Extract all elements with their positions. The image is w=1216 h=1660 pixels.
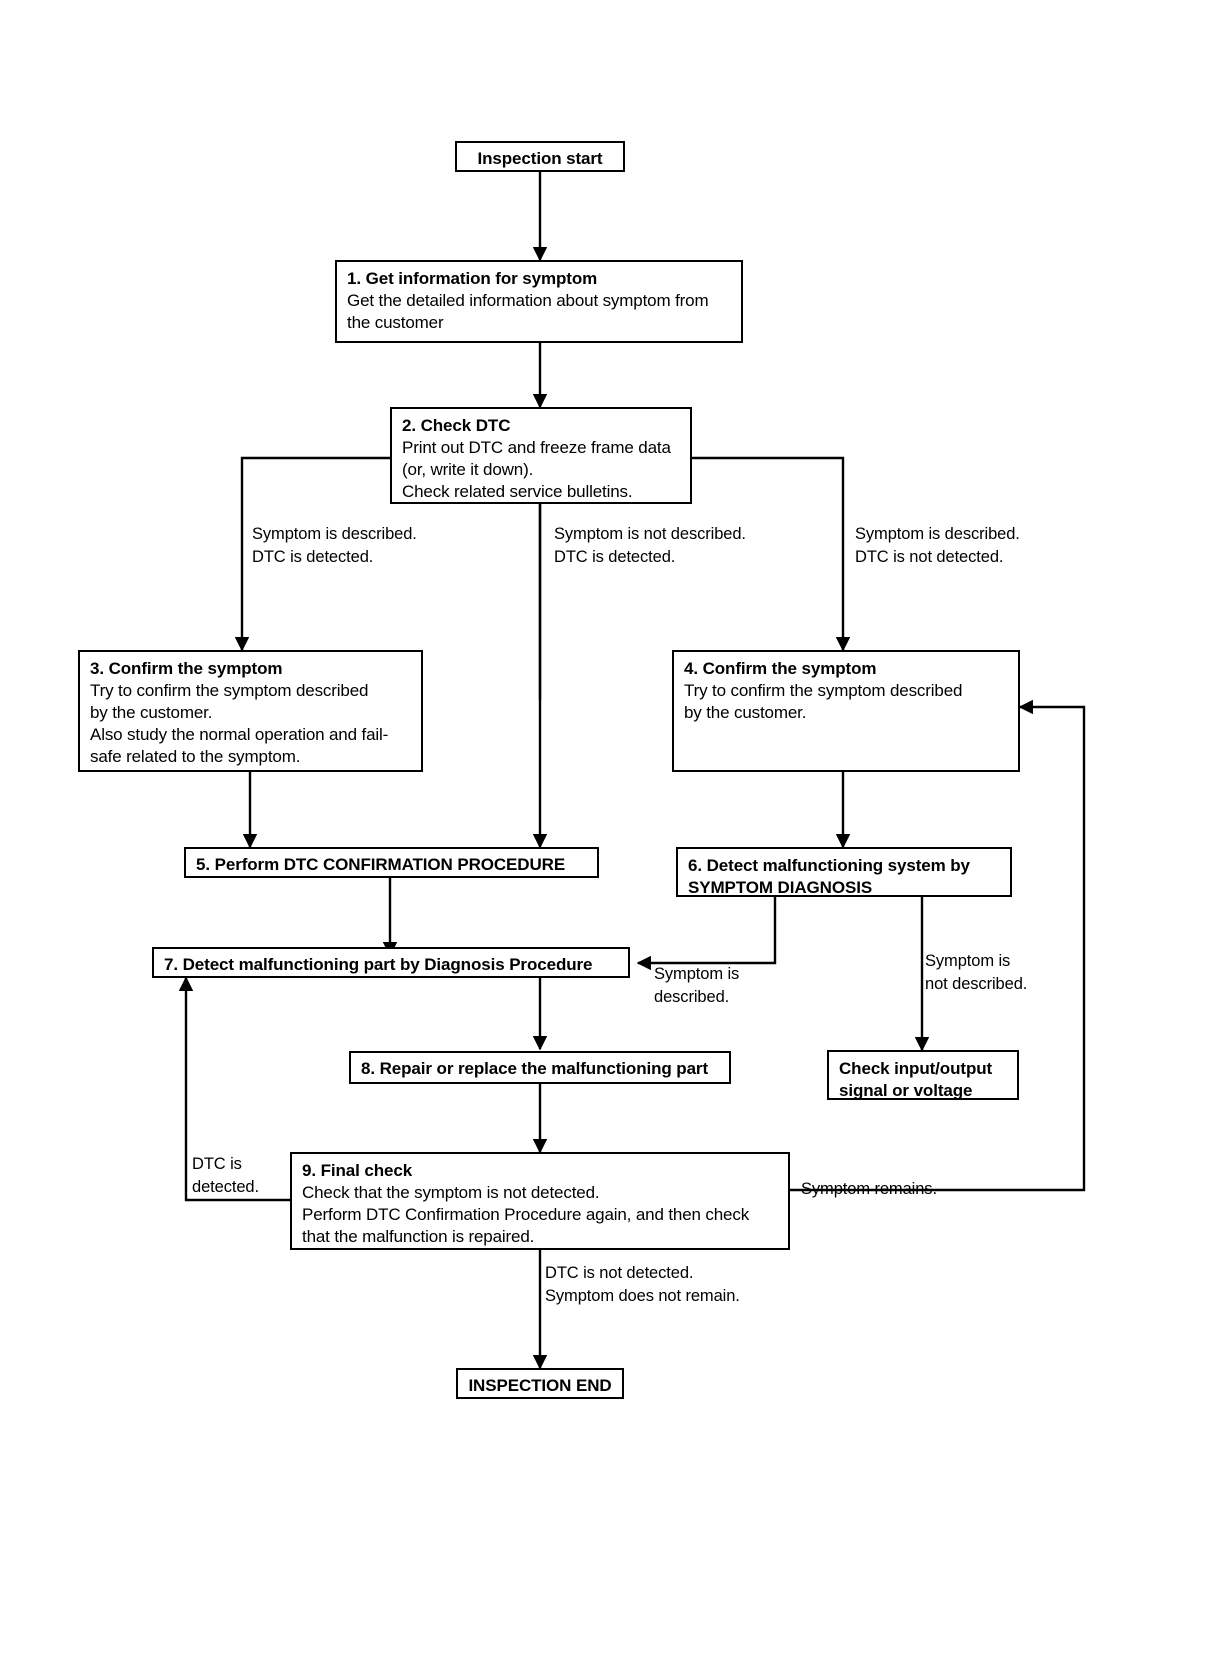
node-body: Check that the symptom is not detected. … xyxy=(302,1183,750,1247)
node-title: 4. Confirm the symptom xyxy=(684,659,877,678)
node-title: Inspection start xyxy=(477,149,603,168)
node-body: Print out DTC and freeze frame data (or,… xyxy=(402,438,671,502)
node-step-5[interactable]: 5. Perform DTC CONFIRMATION PROCEDURE xyxy=(184,847,599,878)
node-step-8[interactable]: 8. Repair or replace the malfunctioning … xyxy=(349,1051,731,1084)
node-step-1[interactable]: 1. Get information for symptom Get the d… xyxy=(335,260,743,343)
node-body: Try to confirm the symptom described by … xyxy=(684,681,963,723)
edge-label-symptom-is-not-described: Symptom is not described. xyxy=(925,952,1028,994)
node-inspection-start[interactable]: Inspection start xyxy=(455,141,625,172)
edge-label-symptom-remains: Symptom remains. xyxy=(801,1180,937,1198)
node-title: INSPECTION END xyxy=(468,1376,612,1395)
node-title: 6. Detect malfunctioning system by SYMPT… xyxy=(688,856,970,898)
node-title: 1. Get information for symptom xyxy=(347,269,598,288)
node-step-7[interactable]: 7. Detect malfunctioning part by Diagnos… xyxy=(152,947,630,978)
node-title: 3. Confirm the symptom xyxy=(90,659,283,678)
edge-label-dtc-is-detected: DTC is detected. xyxy=(192,1155,259,1197)
node-step-6[interactable]: 6. Detect malfunctioning system by SYMPT… xyxy=(676,847,1012,897)
edge-label-left-branch: Symptom is described. DTC is detected. xyxy=(252,525,417,567)
node-body: Get the detailed information about sympt… xyxy=(347,291,709,333)
node-title: 7. Detect malfunctioning part by Diagnos… xyxy=(164,955,593,974)
node-check-input-output-signal[interactable]: Check input/output signal or voltage xyxy=(827,1050,1019,1100)
edge-label-symptom-is-described: Symptom is described. xyxy=(654,965,740,1007)
node-title: 5. Perform DTC CONFIRMATION PROCEDURE xyxy=(196,855,566,874)
node-title: 9. Final check xyxy=(302,1161,413,1180)
node-title: Check input/output signal or voltage xyxy=(839,1059,993,1101)
node-step-2[interactable]: 2. Check DTC Print out DTC and freeze fr… xyxy=(390,407,692,504)
node-step-9[interactable]: 9. Final check Check that the symptom is… xyxy=(290,1152,790,1250)
node-title: 8. Repair or replace the malfunctioning … xyxy=(361,1059,709,1078)
node-body: Try to confirm the symptom described by … xyxy=(90,681,389,767)
edge-label-final-ok: DTC is not detected. Symptom does not re… xyxy=(545,1264,740,1306)
node-step-4[interactable]: 4. Confirm the symptom Try to confirm th… xyxy=(672,650,1020,772)
node-title: 2. Check DTC xyxy=(402,416,511,435)
edge-label-right-branch: Symptom is described. DTC is not detecte… xyxy=(855,525,1020,567)
node-step-3[interactable]: 3. Confirm the symptom Try to confirm th… xyxy=(78,650,423,772)
node-inspection-end[interactable]: INSPECTION END xyxy=(456,1368,624,1399)
edge-label-middle-branch: Symptom is not described. DTC is detecte… xyxy=(554,525,746,567)
